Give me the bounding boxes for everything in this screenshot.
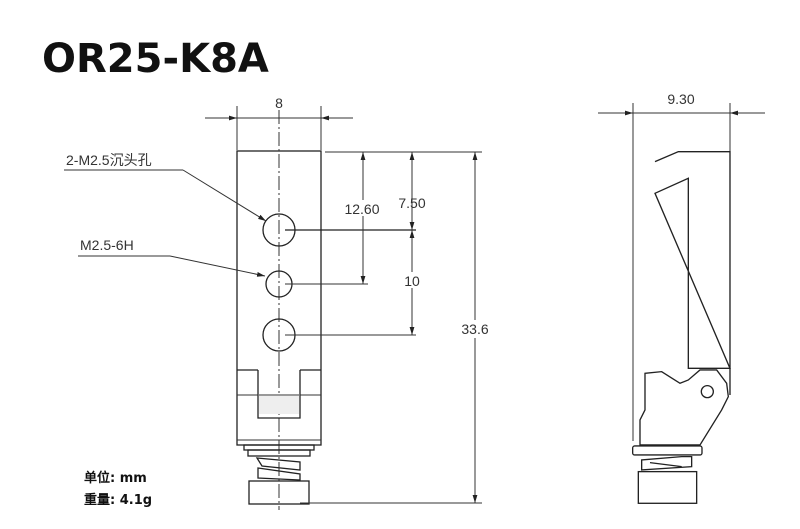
hole-label-countersunk: 2-M2.5沉头孔 (66, 152, 152, 168)
front-width-dimension: 8 (275, 95, 283, 111)
product-title: OR25-K8A (42, 36, 269, 82)
actuator-base (639, 369, 730, 446)
front-view: 8 12.60 (64, 95, 492, 510)
hook-lever (654, 150, 731, 395)
side-view: 9.30 (598, 91, 765, 504)
dim-10: 10 (404, 273, 420, 289)
side-button (637, 470, 698, 504)
side-width-dimension: 9.30 (667, 91, 694, 107)
unit-label: 单位: mm (84, 470, 147, 486)
weight-label: 重量: 4.1g (84, 492, 152, 508)
dim-12-60: 12.60 (344, 201, 379, 217)
front-button (248, 480, 310, 505)
pivot-pin (700, 384, 714, 399)
hole-label-threaded: M2.5-6H (80, 237, 134, 253)
front-notch (237, 369, 321, 441)
dim-7-50: 7.50 (398, 195, 425, 211)
dim-height: 33.6 (461, 321, 488, 337)
